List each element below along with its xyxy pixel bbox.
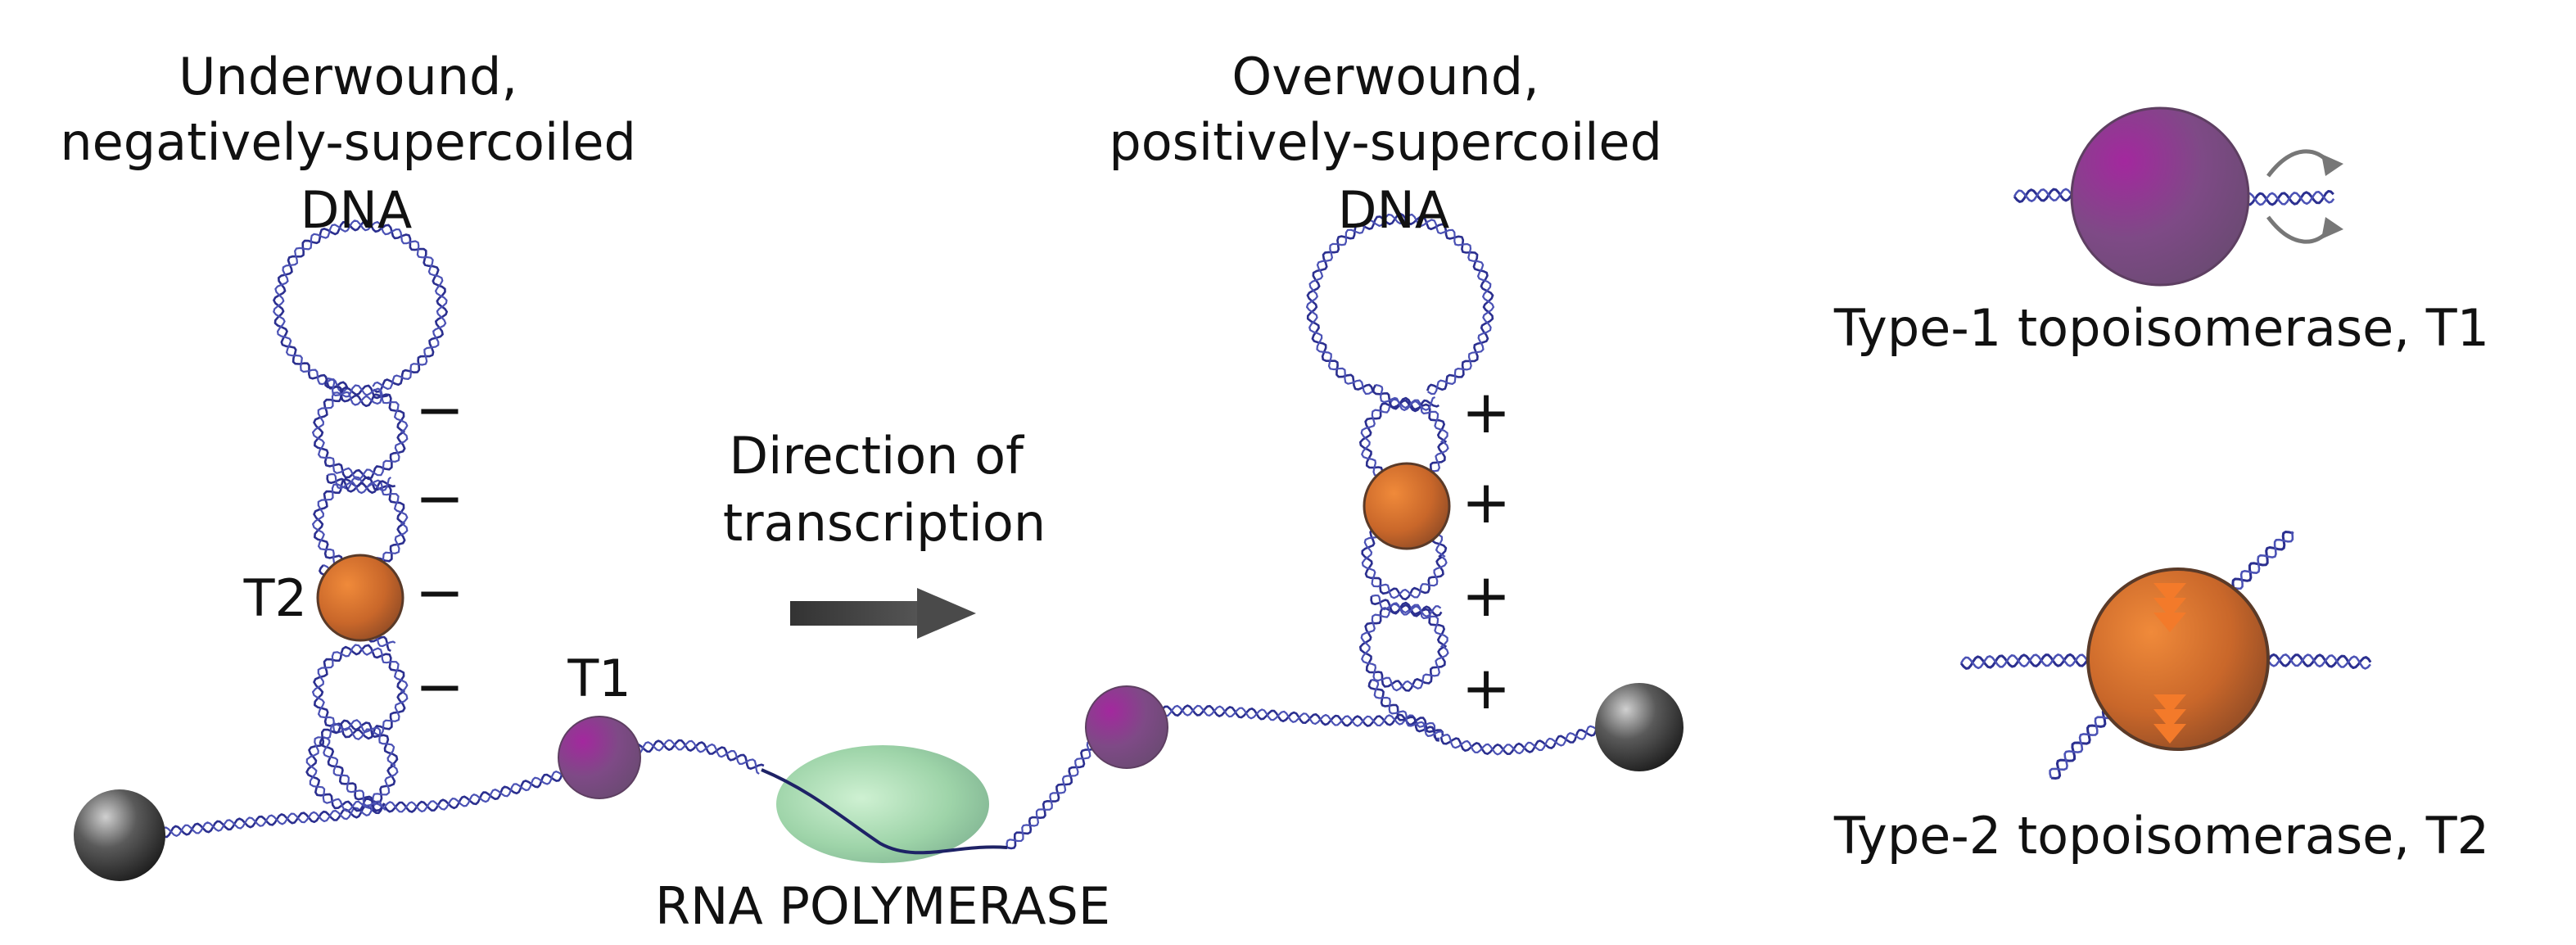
t1-enzyme-right (1085, 685, 1168, 769)
positive-signs: + + + + (1462, 378, 1511, 722)
rotation-arrowhead-top (2321, 154, 2343, 176)
direction-label: Direction of transcription (723, 426, 1046, 553)
left-title: Underwound, negatively-supercoiled DNA (60, 47, 652, 240)
right-anchor-bead (1595, 683, 1683, 771)
type1-caption: Type-1 topoisomerase, T1 (1833, 298, 2489, 358)
downward-chevrons-icon (2153, 583, 2186, 744)
dna-left-loop-2-strand-a (313, 476, 406, 572)
rotation-arrowhead-bottom (2321, 217, 2343, 239)
dna-left-cross-2-strand-b (327, 472, 392, 495)
dna-right-cross-2-strand-b (1371, 594, 1442, 617)
dna-left-to-base-strand-b (323, 735, 386, 811)
dna-main-to-right-anchor-strand-b (1440, 725, 1598, 756)
t1-enzyme-left (558, 716, 641, 799)
dna-left-top-loop-strand-a (273, 219, 448, 393)
dna-left-loop-3-strand-a (313, 644, 406, 740)
dna-left-cross-1-strand-b (327, 377, 382, 406)
dna-right-to-base-strand-b (1371, 678, 1444, 738)
right-title: Overwound, positively-supercoiled DNA (1109, 47, 1678, 240)
dna-strands (138, 188, 2372, 850)
dna-main-into-polymerase-strand-b (621, 739, 760, 775)
rna-transcript (761, 768, 1008, 855)
dna-right-cross-2-strand-a (1370, 595, 1443, 617)
rna-polymerase-blob (776, 745, 989, 863)
dna-right-top-loop-strand-b (1305, 213, 1495, 396)
negative-sign-1: − (415, 375, 464, 444)
dna-left-cross-1-strand-a (324, 378, 390, 408)
dna-left-loop-3-strand-b (311, 644, 409, 740)
legend-t2-enzyme (2086, 567, 2270, 751)
dna-main-into-polymerase-strand-a (621, 739, 765, 770)
dna-left-top-loop-strand-b (273, 219, 448, 393)
t2-enzyme-left (316, 554, 404, 642)
dna-main-out-polymerase-strand-b (1006, 739, 1102, 848)
left-anchor-bead (74, 789, 165, 881)
dna-right-top-loop-strand-a (1306, 212, 1494, 392)
positive-sign-2: + (1462, 468, 1511, 536)
dna-left-to-base-strand-a (319, 736, 386, 812)
direction-arrow (790, 588, 976, 639)
legend-type1 (2070, 106, 2343, 287)
dna-right-loop-3-strand-b (1360, 603, 1449, 692)
rna-polymerase-label: RNA POLYMERASE (655, 876, 1110, 936)
dna-right-loop-3-strand-a (1359, 601, 1448, 692)
dna-left-cross-2-strand-a (326, 474, 396, 494)
negative-sign-4: − (415, 652, 464, 721)
dna-right-cross-1-strand-b (1375, 383, 1436, 412)
type2-caption: Type-2 topoisomerase, T2 (1833, 806, 2489, 866)
legend-type2 (2086, 567, 2270, 751)
dna-left-loop-1-strand-b (311, 384, 409, 481)
dna-main-left-strand-b (138, 803, 386, 839)
negative-sign-2: − (415, 463, 464, 532)
positive-sign-1: + (1462, 378, 1511, 446)
positive-sign-4: + (1462, 653, 1511, 722)
legend-t1-enzyme (2070, 106, 2250, 287)
dna-main-out-polymerase-strand-a (1006, 734, 1097, 850)
dna-main-to-right-anchor-strand-a (1439, 727, 1598, 755)
dna-main-to-right-column-strand-b (1150, 704, 1440, 740)
t1-label: T1 (567, 649, 630, 708)
t2-enzyme-right (1363, 462, 1451, 550)
negative-sign-3: − (415, 558, 464, 626)
dna-main-left-strand-a (138, 803, 386, 841)
dna-right-cross-1-strand-a (1372, 384, 1439, 413)
negative-signs: − − − − (415, 375, 464, 721)
positive-sign-3: + (1462, 561, 1511, 630)
t2-label: T2 (243, 568, 307, 628)
dna-right-to-base-strand-a (1367, 679, 1439, 742)
